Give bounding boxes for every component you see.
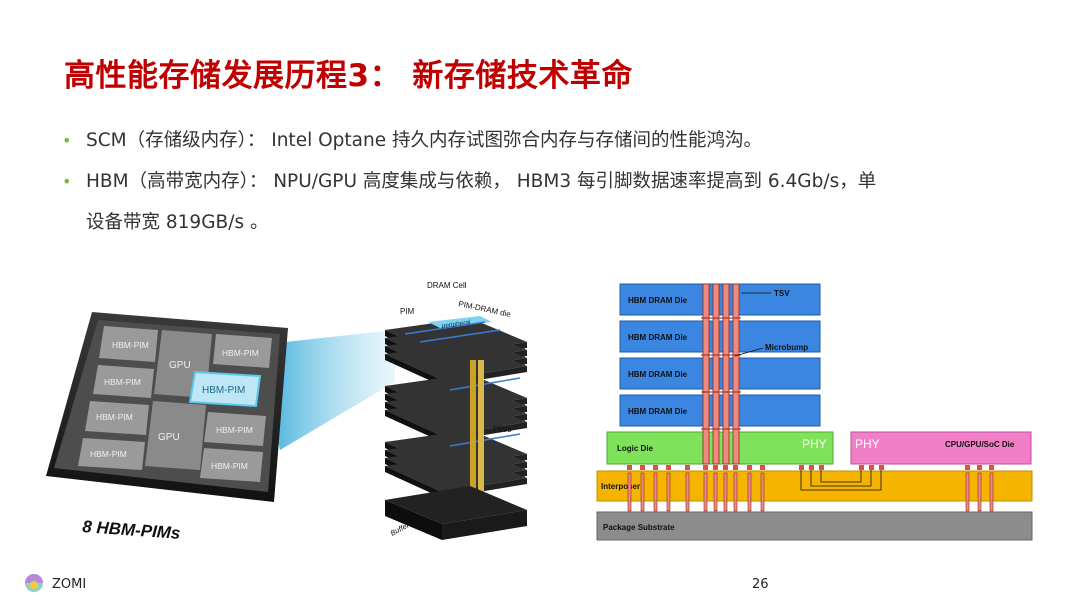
dram-die-label: HBM DRAM Die [628,370,688,379]
page-number: 26 [752,577,769,592]
phy-label-left: PHY [802,437,827,451]
chip-label-hbm-pim: HBM-PIM [211,461,248,471]
dram-die [619,320,821,353]
chip-label-hbm-pim: HBM-PIM [222,348,259,358]
chip-grid [78,326,272,482]
label-pim-dram-die: PIM-DRAM die [458,299,513,319]
tsv-label: TSV [774,289,790,298]
bullet-item-scm: • SCM（存储级内存）： Intel Optane 持久内存试图弥合内存与存储… [62,120,1022,161]
tsv-column [470,360,476,510]
chip-label-gpu: GPU [169,360,191,371]
phy-label-right: PHY [855,437,880,451]
hbm-structure-svg: HBM DRAM Die HBM DRAM Die HBM DRAM Die H… [596,283,1033,541]
bullet-text-scm: SCM（存储级内存）： Intel Optane 持久内存试图弥合内存与存储间的… [86,130,762,151]
logic-die [606,431,834,465]
package-substrate [596,511,1033,541]
dram-die [619,357,821,390]
hbm-pim-figure: HBM-PIM HBM-PIM HBM-PIM HBM-PIM GPU GPU … [30,270,550,560]
buffer-die [385,486,527,524]
soc-die [850,431,1032,465]
bullet-text-hbm-cont: 设备带宽 819GB/s 。 [86,212,269,233]
chip-label-highlight: HBM-PIM [202,385,245,396]
label-peripheral: peripheral [440,319,471,330]
bullet-dot-icon: • [62,131,72,150]
figure-caption: 8 HBM-PIMs [82,517,181,543]
bullet-list: • SCM（存储级内存）： Intel Optane 持久内存试图弥合内存与存储… [62,120,1022,243]
microbump-pointer [734,347,764,357]
bullet-text-hbm: HBM（高带宽内存）： NPU/GPU 高度集成与依赖， HBM3 每引脚数据速… [86,171,877,192]
microbumps [701,317,741,430]
chip-label-hbm-pim: HBM-PIM [216,425,253,435]
hbm-pim-illustration: HBM-PIM HBM-PIM HBM-PIM HBM-PIM GPU GPU … [46,281,527,543]
hbm-structure-diagram: HBM DRAM Die HBM DRAM Die HBM DRAM Die H… [585,268,1055,553]
dram-die [619,283,821,316]
zomi-logo-icon [25,574,43,592]
chip-label-hbm-pim: HBM-PIM [90,449,127,459]
interposer-bumps [627,465,994,470]
tsv-column [478,360,484,510]
substrate-label: Package Substrate [603,523,675,532]
tsv-columns [702,283,740,465]
label-tsvs: TSVs [492,425,512,434]
chip-label-hbm-pim: HBM-PIM [112,340,149,350]
interposer-routing [800,470,882,491]
chip-label-hbm-pim: HBM-PIM [104,377,141,387]
interposer-label: Interposer [601,482,640,491]
interposer-tsvs [627,472,994,512]
footer-brand: ZOMI [52,577,87,592]
logic-die-label: Logic Die [617,444,654,453]
peripheral-strip [428,316,492,328]
label-pim: PIM [400,307,415,316]
microbump-label: Microbump [765,343,808,352]
die-stack [385,316,527,540]
chip-label-hbm-pim: HBM-PIM [96,412,133,422]
projection-beam [258,330,395,450]
label-dram: DRAM Cell [427,281,467,290]
bullet-item-hbm: • HBM（高带宽内存）： NPU/GPU 高度集成与依赖， HBM3 每引脚数… [62,161,1022,243]
slide-title: 高性能存储发展历程3： 新存储技术革命 [64,58,633,94]
dram-die [619,394,821,427]
bullet-dot-icon: • [62,172,72,191]
dram-die-label: HBM DRAM Die [628,333,688,342]
dram-die-label: HBM DRAM Die [628,407,688,416]
soc-die-label: CPU/GPU/SoC Die [945,440,1015,449]
dram-die-label: HBM DRAM Die [628,296,688,305]
chip-label-gpu: GPU [158,432,180,443]
